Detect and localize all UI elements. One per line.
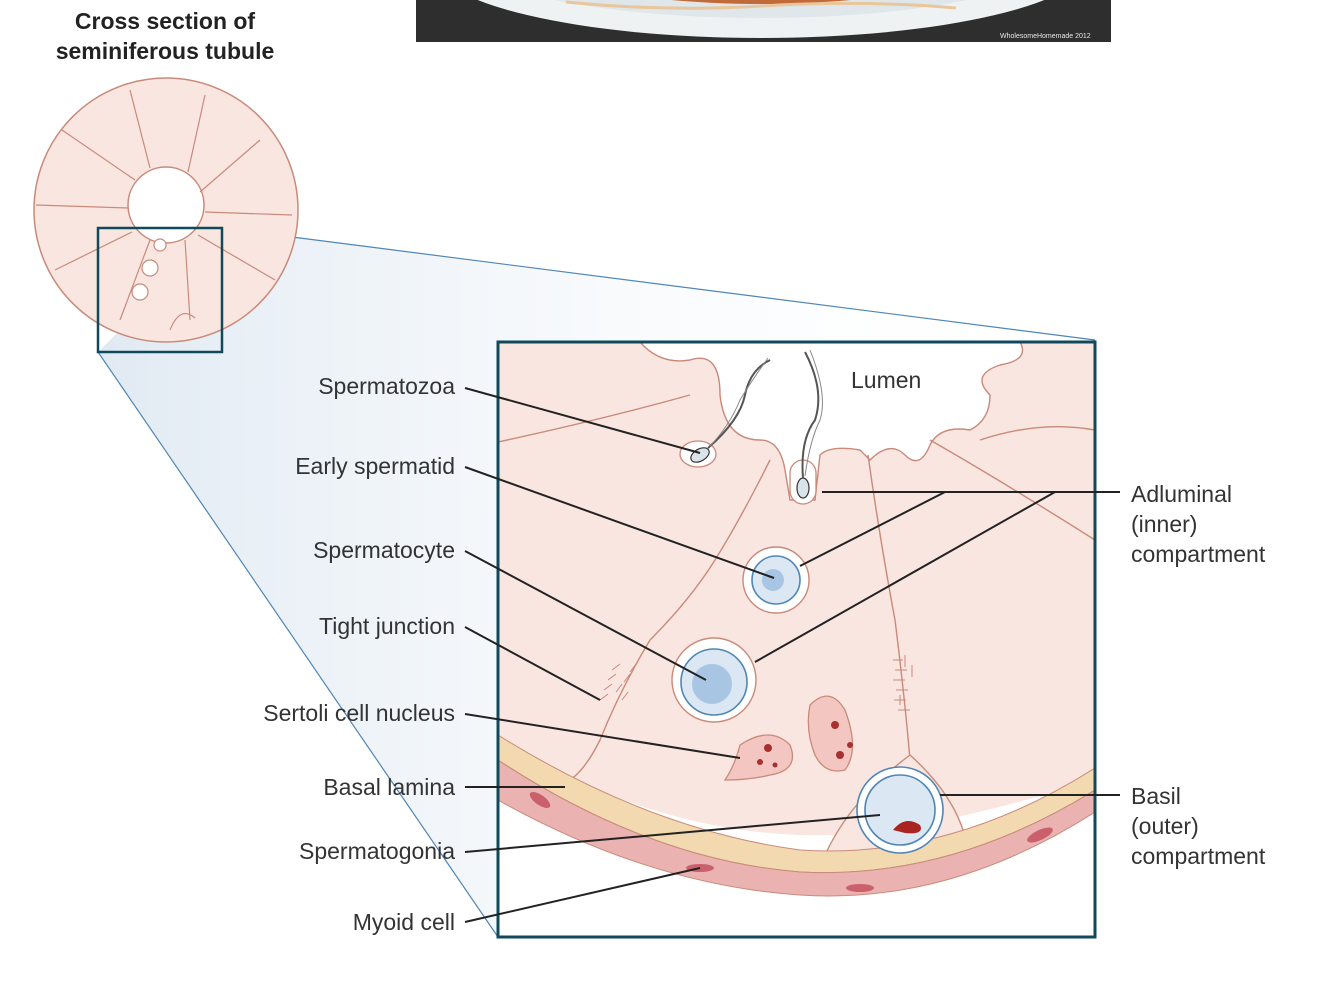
label-spermatocyte: Spermatocyte bbox=[313, 537, 455, 563]
tubule-cross-section bbox=[33, 77, 299, 343]
photo-strip bbox=[416, 0, 1111, 42]
leader-lines bbox=[464, 387, 1120, 923]
adluminal-line-3: compartment bbox=[1131, 541, 1266, 567]
zoom-line-bottom bbox=[97, 351, 499, 938]
label-tight-junction: Tight junction bbox=[319, 613, 455, 639]
leader-spermatozoa bbox=[464, 387, 701, 454]
label-early-spermatid: Early spermatid bbox=[295, 453, 455, 479]
leader-sertoli-nucleus bbox=[464, 713, 741, 759]
leader-spermatocyte bbox=[464, 550, 707, 681]
plate-photo bbox=[416, 0, 1111, 42]
zoom-line-top bbox=[221, 227, 1096, 341]
adluminal-line-2: (inner) bbox=[1131, 511, 1198, 537]
basal-line-2: (outer) bbox=[1131, 813, 1199, 839]
diagram-title: Cross section of seminiferous tubule bbox=[20, 6, 310, 66]
leader-tight-junction bbox=[464, 626, 601, 701]
zoom-region-box bbox=[96, 226, 224, 354]
label-myoid-cell: Myoid cell bbox=[352, 909, 455, 935]
photo-watermark: WholesomeHomemade 2012 bbox=[1000, 33, 1091, 40]
label-basal-compartment: Basil (outer) compartment bbox=[1131, 781, 1265, 871]
basal-line-3: compartment bbox=[1131, 843, 1266, 869]
lumen-area bbox=[639, 342, 1024, 501]
adluminal-line-1: Adluminal bbox=[1131, 481, 1232, 507]
tubule-lumen bbox=[127, 166, 205, 244]
label-spermatogonia: Spermatogonia bbox=[299, 838, 455, 864]
leader-adluminal-2 bbox=[799, 491, 946, 567]
basal-line-1: Basil bbox=[1131, 783, 1181, 809]
leader-adluminal-3 bbox=[754, 491, 1056, 663]
leader-early-spermatid bbox=[464, 466, 775, 579]
detail-frame bbox=[496, 340, 1097, 939]
leader-spermatogonia bbox=[464, 814, 881, 853]
label-basal-lamina: Basal lamina bbox=[323, 774, 455, 800]
leader-myoid bbox=[464, 867, 701, 923]
label-adluminal-compartment: Adluminal (inner) compartment bbox=[1131, 479, 1265, 569]
label-sertoli-nucleus: Sertoli cell nucleus bbox=[263, 700, 455, 726]
label-lumen: Lumen bbox=[851, 367, 922, 393]
title-line-2: seminiferous tubule bbox=[55, 38, 275, 64]
label-spermatozoa: Spermatozoa bbox=[318, 373, 455, 399]
myoid-layer bbox=[498, 759, 1095, 897]
tight-junction-marks bbox=[599, 655, 913, 711]
title-line-1: Cross section of bbox=[74, 8, 256, 34]
